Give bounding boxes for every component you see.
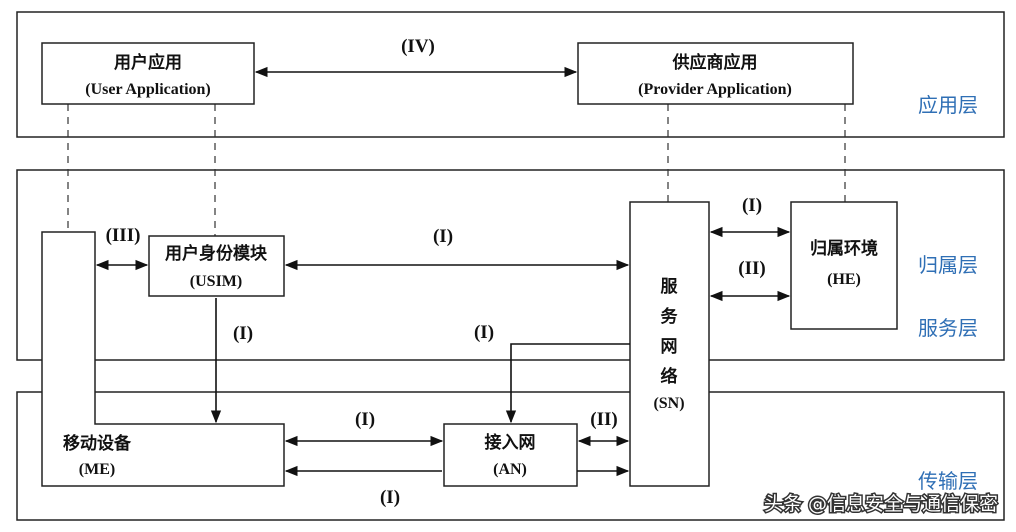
interface-iv-label: (IV)	[401, 36, 435, 57]
he-box	[790, 201, 898, 330]
me-subtitle: (ME)	[79, 461, 115, 478]
interface-ii-an-sn-label: (II)	[590, 409, 617, 430]
sn-char-1: 服	[661, 277, 679, 297]
user-application-title: 用户应用	[114, 52, 182, 73]
me-box	[41, 231, 285, 487]
interface-i-usim-me-label: (I)	[233, 323, 253, 344]
watermark: 头条 @信息安全与通信保密	[764, 493, 998, 515]
interface-ii-sn-he-label: (II)	[738, 258, 765, 279]
provider-application-box	[577, 42, 854, 105]
he-subtitle: (HE)	[827, 271, 861, 288]
sn-char-3: 网	[661, 337, 678, 357]
interface-i-sn-he-label: (I)	[742, 195, 762, 216]
application-layer-frame	[16, 11, 1005, 138]
interface-i-bottom-label: (I)	[380, 487, 400, 508]
home-layer-label: 归属层	[918, 253, 978, 277]
usim-subtitle: (USIM)	[190, 273, 242, 290]
sn-subtitle: (SN)	[653, 395, 684, 412]
an-box	[443, 423, 578, 487]
interface-i-me-an-label: (I)	[355, 409, 375, 430]
transport-layer-label: 传输层	[918, 469, 978, 493]
serving-layer-label: 服务层	[918, 316, 978, 340]
application-layer-label: 应用层	[918, 93, 978, 117]
user-application-subtitle: (User Application)	[85, 81, 210, 98]
sn-char-4: 络	[661, 366, 678, 387]
arrows	[95, 66, 791, 477]
interface-i-sn-an-label: (I)	[474, 322, 494, 343]
user-application-box	[41, 42, 255, 105]
sn-char-2: 务	[661, 306, 679, 327]
provider-application-title: 供应商应用	[672, 52, 758, 73]
provider-application-subtitle: (Provider Application)	[638, 81, 792, 98]
usim-box	[148, 235, 285, 297]
dashed-connectors	[67, 104, 846, 236]
usim-title: 用户身份模块	[165, 243, 268, 264]
interface-iii-label: (III)	[106, 225, 141, 246]
an-subtitle: (AN)	[493, 461, 527, 478]
interface-i-usim-sn-label: (I)	[433, 226, 453, 247]
an-title: 接入网	[485, 432, 536, 453]
me-title: 移动设备	[63, 433, 132, 454]
sn-box	[629, 201, 710, 487]
he-title: 归属环境	[810, 238, 878, 259]
